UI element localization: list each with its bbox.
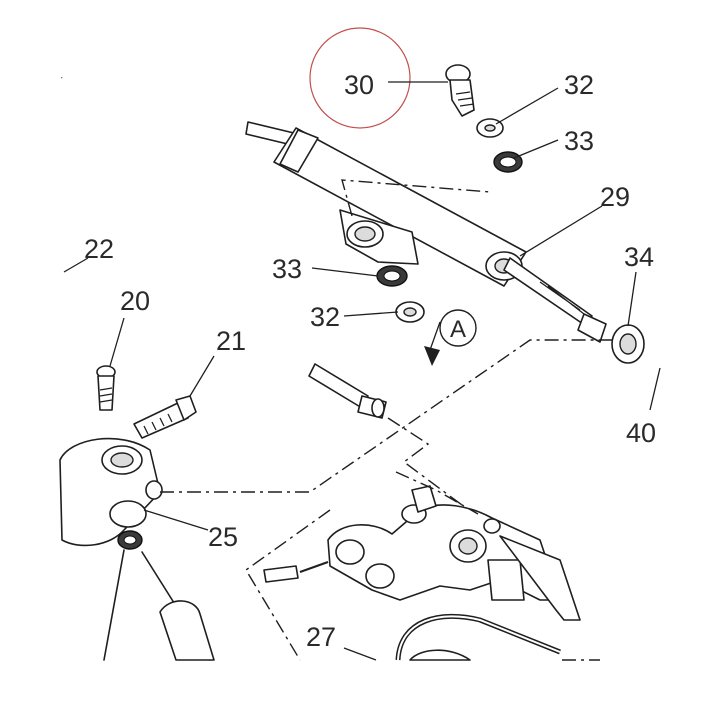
callout-33-top: 33 (564, 126, 594, 156)
view-arrow-a: A (424, 309, 477, 366)
callout-32-bottom: 32 (310, 302, 340, 332)
bolt-30 (445, 64, 475, 117)
clamp-25 (59, 437, 215, 661)
callout-40: 40 (626, 418, 656, 448)
callout-34: 34 (624, 242, 654, 272)
steering-damper (245, 121, 645, 364)
dashed-connector-lines (160, 339, 612, 493)
master-cylinder-27 (263, 485, 581, 661)
leader-lines (63, 81, 661, 661)
callout-29: 29 (600, 182, 630, 212)
highlight-circle (309, 27, 411, 129)
callout-30: 30 (344, 70, 374, 100)
callout-27: 27 (306, 622, 336, 652)
callout-20: 20 (120, 286, 150, 316)
bolt-21 (133, 395, 197, 439)
cable (60, 76, 387, 419)
callout-21: 21 (216, 326, 246, 356)
screw-20 (96, 365, 116, 411)
view-marker-label: A (450, 316, 466, 343)
callout-32-top: 32 (564, 70, 594, 100)
callout-22: 22 (84, 234, 114, 264)
callout-33-bottom: 33 (272, 254, 302, 284)
callout-25: 25 (208, 522, 238, 552)
